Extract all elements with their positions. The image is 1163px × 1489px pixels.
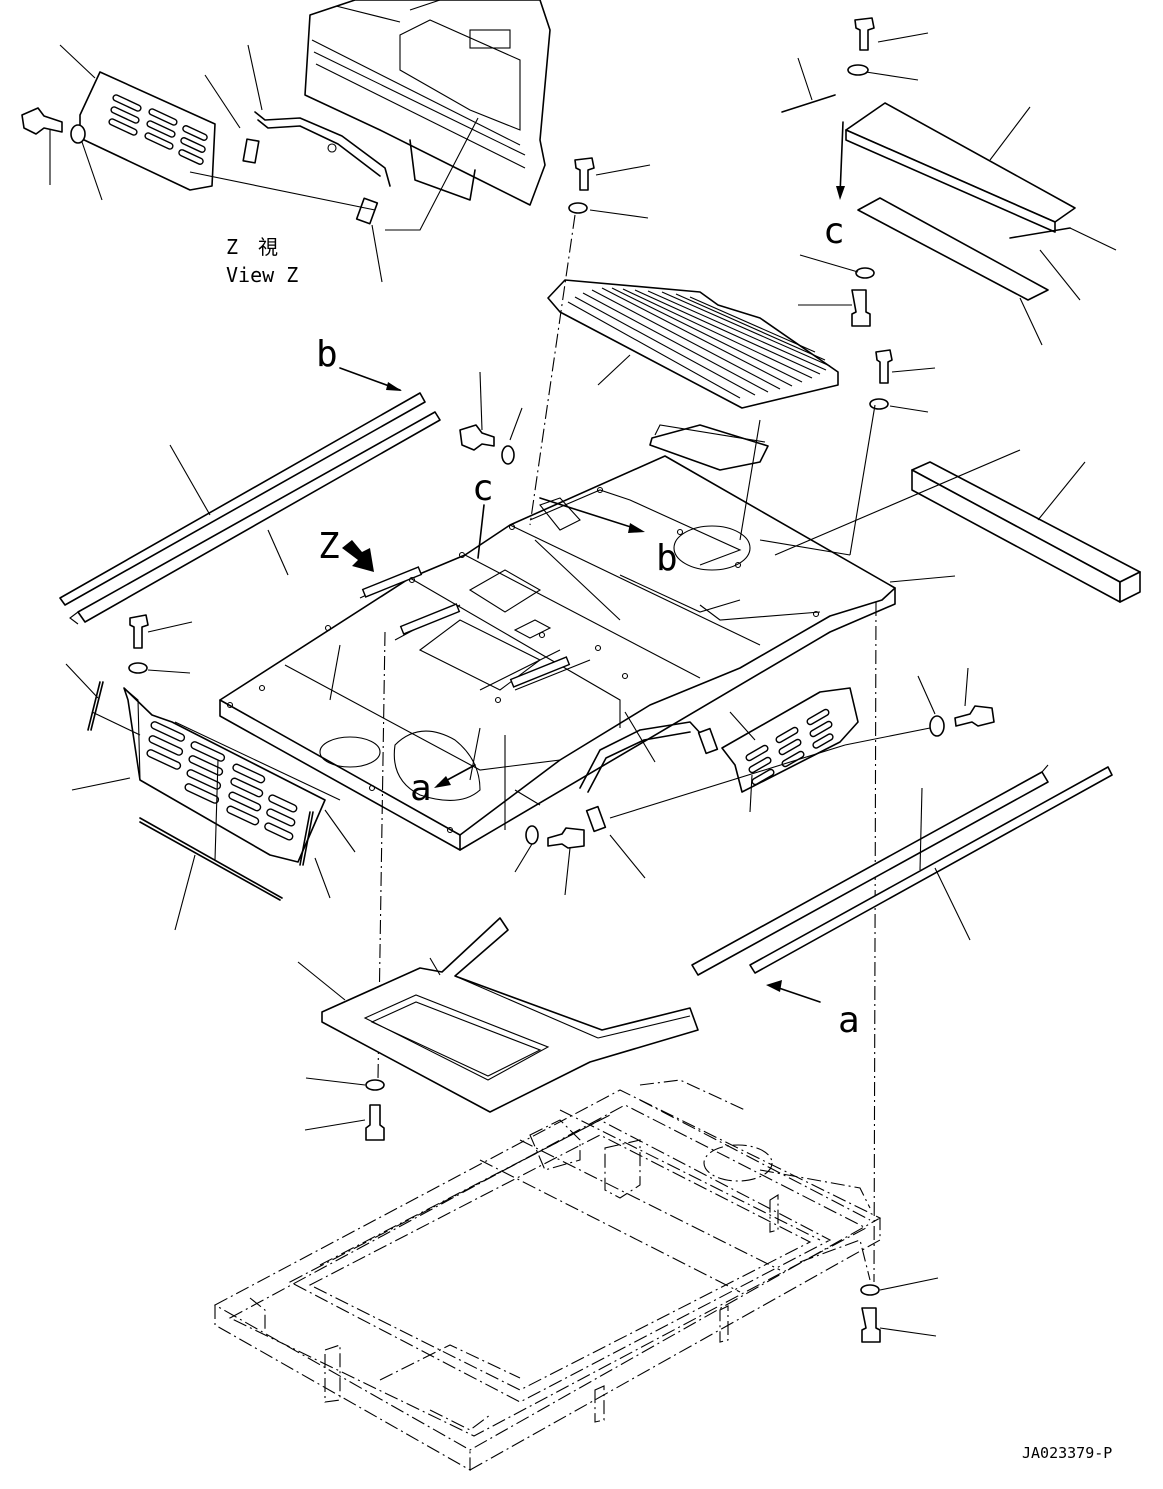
top-right-bolt bbox=[854, 17, 875, 51]
view-z-direction-arrow bbox=[342, 540, 374, 572]
floor-mat-cutout bbox=[393, 730, 481, 801]
grille-bolt bbox=[574, 157, 595, 191]
main-floor-frame: c b a Z bbox=[219, 214, 1021, 1283]
view-z-washer bbox=[70, 124, 86, 144]
view-z-label-english: View Z bbox=[226, 263, 298, 287]
right-beam bbox=[911, 461, 1141, 603]
view-z-arrow-label: Z bbox=[318, 526, 340, 567]
ref-letter-c-upper: c bbox=[823, 211, 845, 252]
ref-letter-a-lower: a bbox=[410, 768, 432, 809]
view-z-detail: Z 視 View Z bbox=[21, 0, 551, 287]
left-panel-louvers bbox=[146, 721, 298, 841]
floor-opening-left bbox=[319, 736, 381, 768]
view-z-label-japanese: Z 視 bbox=[226, 235, 278, 259]
top-right-washer bbox=[847, 64, 869, 76]
view-z-louvers bbox=[108, 94, 208, 165]
left-louvered-panel bbox=[65, 614, 356, 931]
ref-letter-b-upper: b bbox=[316, 334, 338, 375]
right-louvered-panel bbox=[514, 667, 995, 896]
grille-assembly bbox=[547, 157, 936, 413]
left-rail-b: b bbox=[59, 334, 441, 625]
base-frame bbox=[213, 1079, 939, 1471]
top-right-cover-assembly: c bbox=[781, 17, 1117, 346]
view-z-bolt bbox=[21, 107, 63, 135]
ref-letter-a-upper: a bbox=[838, 1000, 860, 1041]
ref-letter-b-lower: b bbox=[656, 538, 678, 579]
floor-bolt-holes bbox=[226, 486, 820, 834]
grille-slats bbox=[567, 287, 831, 399]
floor-sub-plate bbox=[297, 917, 699, 1141]
drawing-number: JA023379-P bbox=[1022, 1444, 1112, 1462]
floor-opening-right bbox=[673, 525, 751, 571]
grille-washer bbox=[568, 202, 588, 214]
right-rail-a: a bbox=[691, 764, 1113, 1041]
ref-letter-c-lower: c bbox=[472, 468, 494, 509]
base-frame-opening bbox=[703, 1144, 773, 1182]
